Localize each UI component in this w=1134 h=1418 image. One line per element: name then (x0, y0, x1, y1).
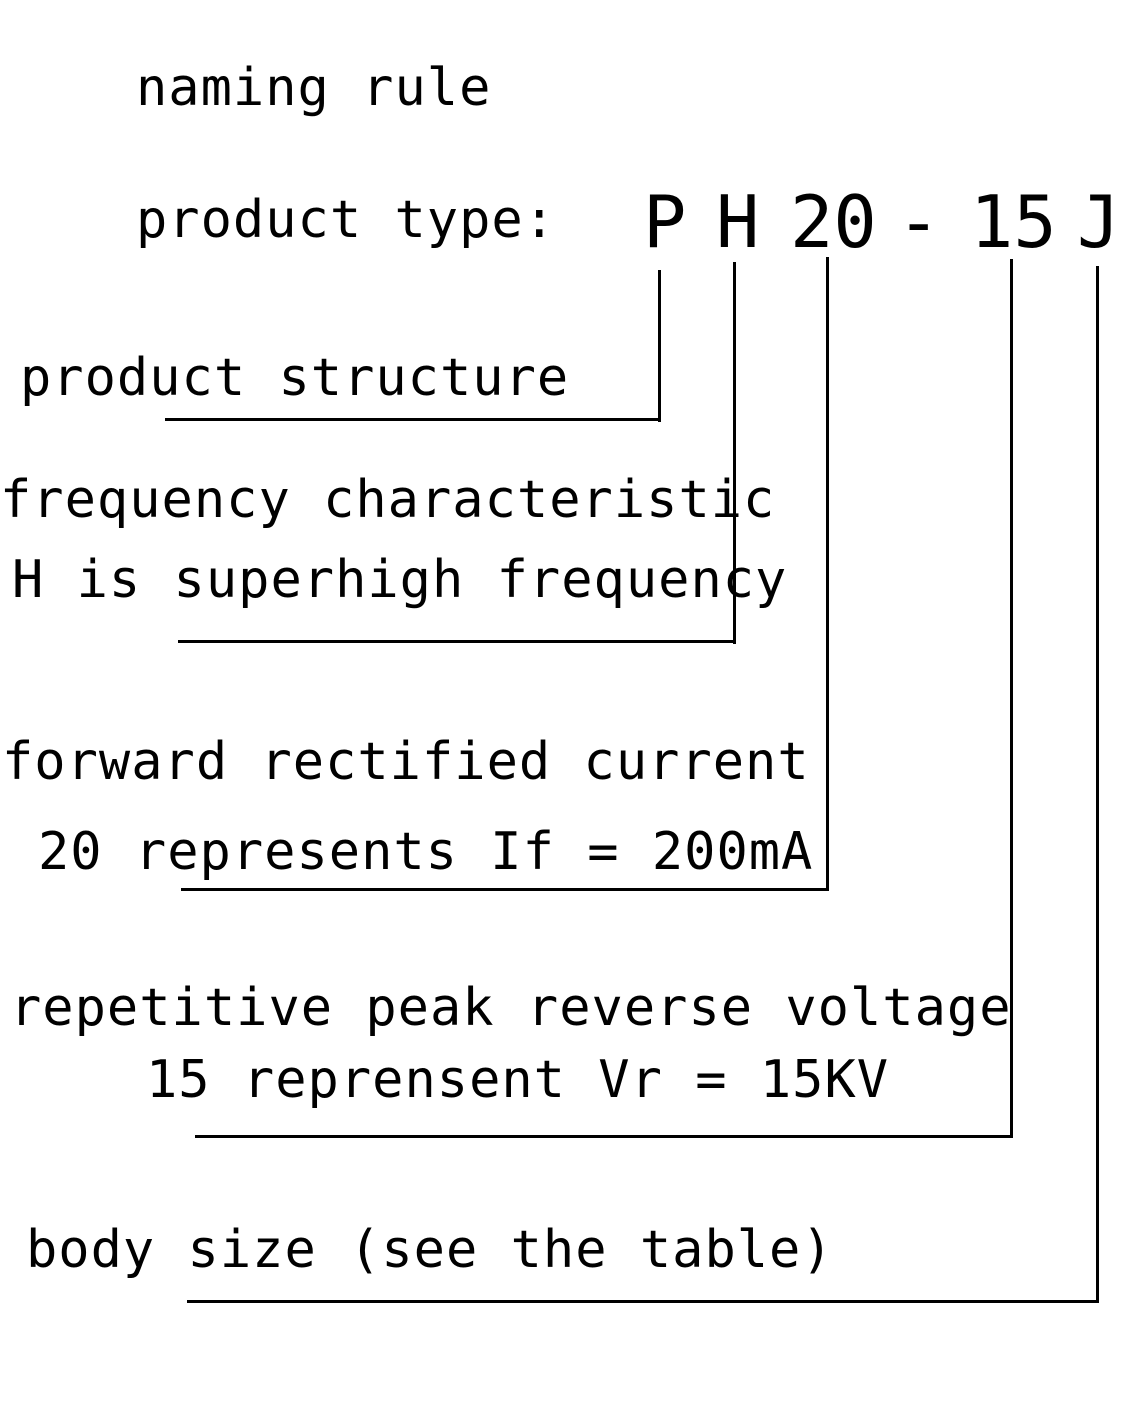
connector-j-vertical (1096, 266, 1099, 1303)
code-20: 20 (790, 180, 877, 264)
diagram-title: naming rule (136, 58, 492, 118)
desc-current-line1: forward rectified current (2, 732, 810, 792)
connector-p-vertical (658, 270, 661, 422)
connector-p-horizontal (165, 418, 661, 421)
desc-current-line2: 20 represents If = 200mA (38, 822, 814, 882)
code-h: H (716, 180, 760, 264)
connector-20-horizontal (181, 888, 829, 891)
code-dash: - (897, 180, 941, 264)
code-p: P (643, 180, 687, 264)
connector-h-horizontal (178, 640, 736, 643)
connector-j-horizontal (187, 1300, 1099, 1303)
desc-frequency-line1: frequency characteristic (0, 470, 776, 530)
connector-20-vertical (826, 257, 829, 891)
desc-product-structure: product structure (20, 348, 570, 408)
desc-voltage-line2: 15 reprensent Vr = 15KV (146, 1050, 890, 1110)
desc-voltage-line1: repetitive peak reverse voltage (10, 978, 1012, 1038)
code-15: 15 (970, 180, 1057, 264)
product-type-label: product type: (136, 190, 556, 250)
connector-15-horizontal (195, 1135, 1013, 1138)
desc-frequency-line2: H is superhigh frequency (12, 550, 788, 610)
code-j: J (1077, 180, 1121, 264)
desc-body-size: body size (see the table) (26, 1220, 834, 1280)
connector-15-vertical (1010, 259, 1013, 1138)
connector-h-vertical (733, 262, 736, 644)
